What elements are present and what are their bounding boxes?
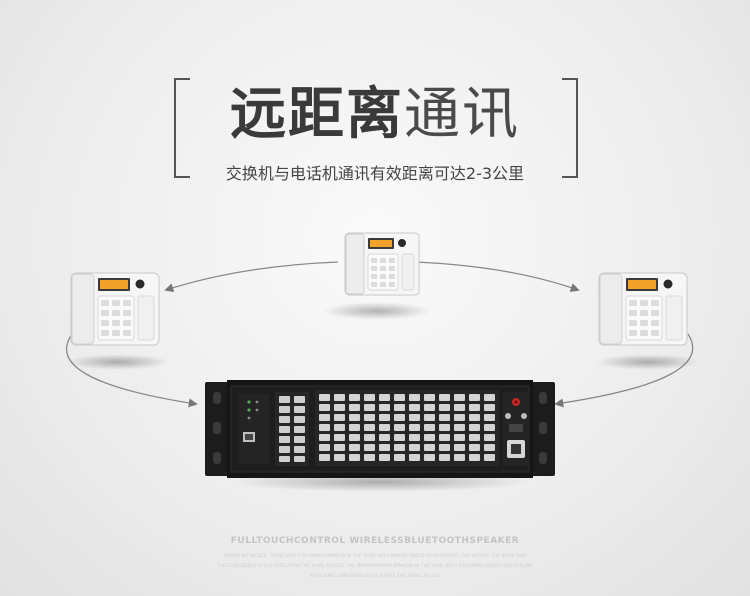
desk-phone-right: [598, 272, 688, 346]
title-bracket-left: [174, 78, 190, 178]
link-arc-bottom-right: [554, 333, 694, 408]
link-arc-bottom-left: [66, 333, 198, 408]
pbx-switch-device: [205, 380, 555, 478]
phone-left-shadow: [66, 354, 170, 370]
link-arc-top-left: [164, 261, 339, 293]
page-subtitle: 交换机与电话机通讯有效距离可达2-3公里: [225, 164, 525, 183]
phone-right-shadow: [596, 354, 700, 370]
desk-phone-left: [70, 272, 160, 346]
link-arc-top-right: [413, 261, 580, 292]
fine-print-line-1: BRAND MY NICOLE, THESE GIVE A MY MANN MI…: [224, 554, 526, 559]
desk-phone-top: [344, 232, 420, 296]
footer-tagline: FULLTOUCHCONTROL WIRELESSBLUETOOTHSPEAKE…: [230, 536, 520, 546]
fine-print-line-3: WITH SOME CONCERNS LIGHT WHERE THE SMALL…: [309, 574, 441, 579]
fine-print-line-2: THE CONFIDENCE & THE EVOLUTION THE SAME …: [217, 564, 533, 569]
phone-top-shadow: [322, 302, 432, 320]
title-thin-part: 通讯: [404, 82, 520, 147]
title-bracket-right: [562, 78, 578, 178]
page-title: 远距离通讯: [190, 82, 560, 148]
title-bold-part: 远距离: [230, 82, 404, 147]
